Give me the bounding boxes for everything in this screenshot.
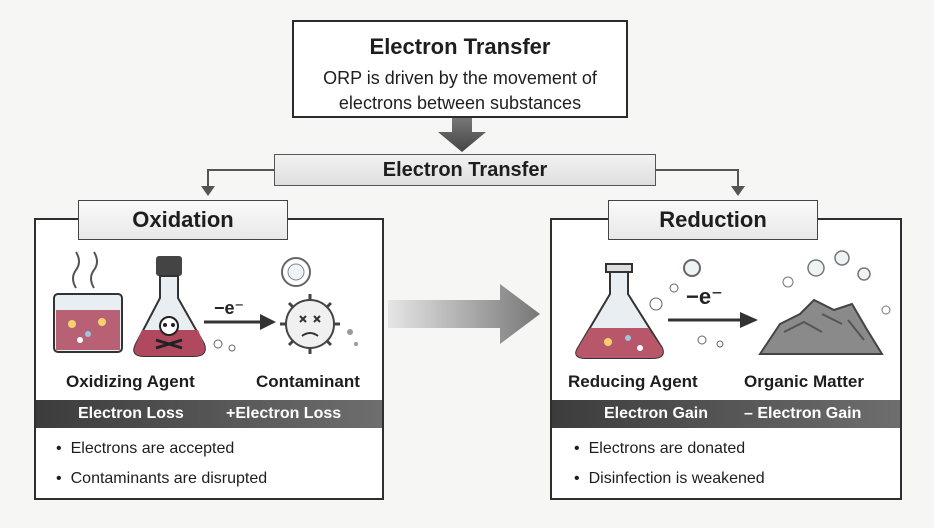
poison-flask-icon bbox=[133, 256, 206, 357]
contaminant-virus-icon bbox=[280, 294, 340, 354]
header-title: Electron Transfer bbox=[369, 34, 551, 59]
oxidation-bullet-2: Contaminants are disrupted bbox=[56, 464, 268, 494]
oxidation-bullets: Electrons are accepted Contaminants are … bbox=[56, 434, 268, 494]
reducing-agent-label: Reducing Agent bbox=[568, 372, 698, 391]
organic-matter-pile-icon bbox=[758, 298, 884, 355]
transfer-arrow-icon bbox=[388, 284, 540, 344]
oxidation-illustration: −e⁻ bbox=[53, 251, 358, 357]
header-description: ORP is driven by the movement of electro… bbox=[304, 66, 616, 116]
header-description-line-1: ORP is driven by the movement of bbox=[323, 68, 597, 88]
reduction-bullet-1: Electrons are donated bbox=[574, 434, 765, 464]
reduction-title: Reduction bbox=[608, 200, 818, 240]
reduction-bullet-2: Disinfection is weakened bbox=[574, 464, 765, 494]
header-description-line-2: electrons between substances bbox=[338, 93, 582, 113]
erlenmeyer-flask-icon bbox=[575, 263, 664, 359]
oxidizing-agent-label: Oxidizing Agent bbox=[66, 372, 195, 391]
branch-arrowhead-right bbox=[731, 186, 745, 196]
transfer-bar: Electron Transfer bbox=[274, 154, 656, 186]
organic-matter-label: Organic Matter bbox=[744, 372, 864, 391]
reduction-electron-label: −e⁻ bbox=[686, 284, 723, 309]
oxidation-band-left: Electron Loss bbox=[78, 405, 184, 422]
contaminant-label: Contaminant bbox=[256, 372, 360, 391]
branch-line-left bbox=[207, 169, 274, 188]
oxidation-bullet-1: Electrons are accepted bbox=[56, 434, 267, 464]
reduction-illustration: −e⁻ bbox=[575, 250, 891, 359]
beaker-icon bbox=[53, 251, 123, 353]
oxidation-electron-label: −e⁻ bbox=[214, 298, 244, 318]
oxidation-band: Electron Loss +Electron Loss bbox=[36, 400, 382, 428]
reduction-bullets: Electrons are donated Disinfection is we… bbox=[574, 434, 765, 494]
reduction-band-right: – Electron Gain bbox=[744, 405, 862, 422]
branch-line-right bbox=[656, 169, 739, 188]
reduction-band: Electron Gain – Electron Gain bbox=[552, 400, 900, 428]
header-box: Electron Transfer ORP is driven by the m… bbox=[292, 20, 628, 118]
reduction-band-left: Electron Gain bbox=[604, 405, 709, 422]
oxidation-band-right: +Electron Loss bbox=[226, 405, 342, 422]
oxidation-title: Oxidation bbox=[78, 200, 288, 240]
branch-arrowhead-left bbox=[201, 186, 215, 196]
down-arrow-icon bbox=[438, 118, 486, 152]
